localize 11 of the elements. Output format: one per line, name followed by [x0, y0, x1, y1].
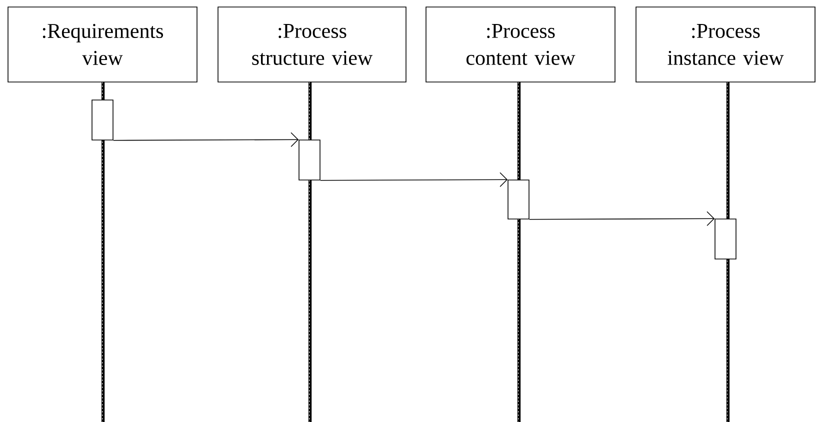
message-arrow — [320, 172, 508, 188]
activation-bar — [298, 140, 320, 180]
message-arrow — [529, 211, 715, 226]
lifeline-header-box: :Process structure view — [218, 6, 406, 82]
lifeline-header-box: :Requirements view — [8, 6, 198, 82]
activation-bar — [508, 180, 530, 220]
message-arrow — [113, 132, 299, 148]
activation-bar — [714, 218, 736, 260]
activation-bar — [92, 100, 114, 140]
lifeline-header-box: :Process instance view — [636, 6, 816, 82]
lifeline-header-box: :Process content view — [426, 6, 616, 82]
